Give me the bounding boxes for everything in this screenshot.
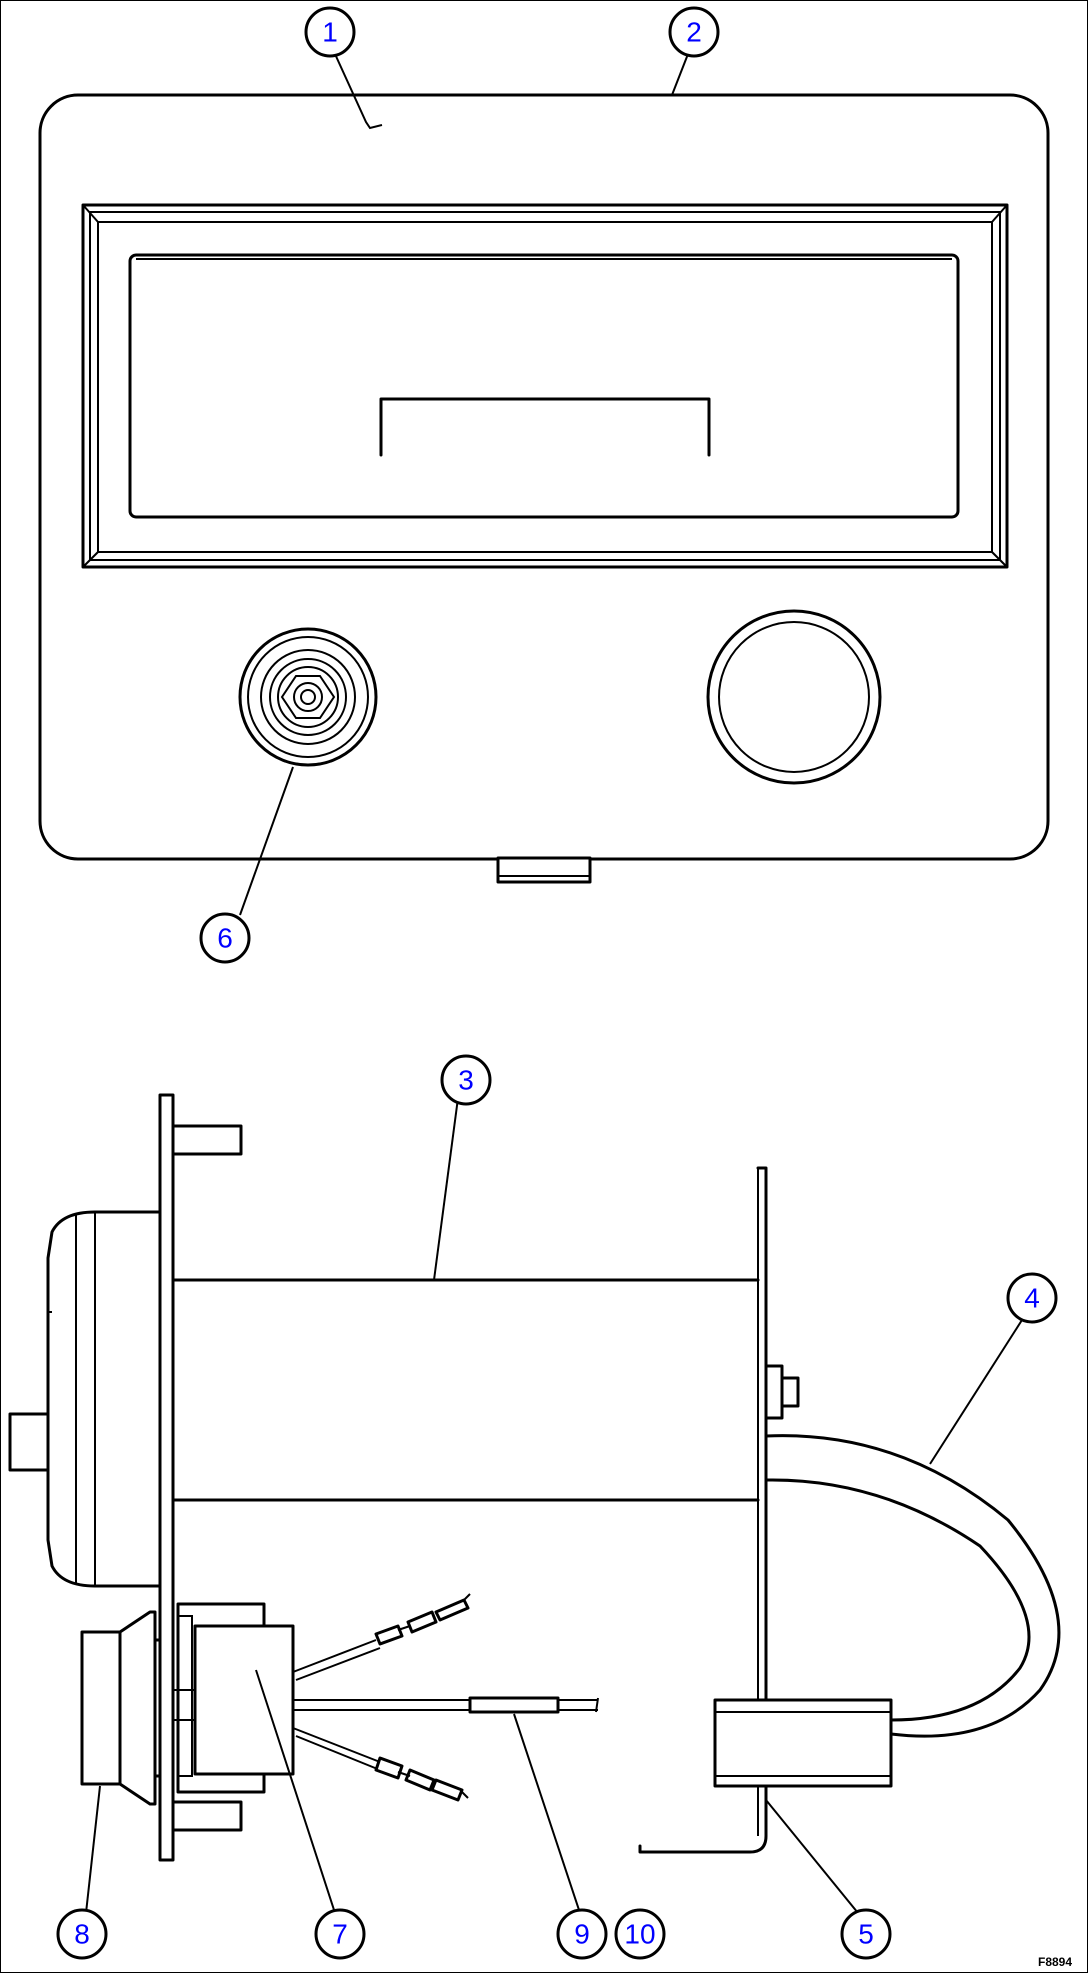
display-screen [128,253,960,519]
round-indicator [706,609,882,785]
callout-9: 9 [556,1908,608,1960]
panel-plate [158,1093,175,1862]
callout-8: 8 [56,1908,108,1960]
callout-6: 6 [199,912,251,964]
lamp-socket [80,1610,162,1806]
callout-2: 2 [668,6,720,58]
callout-1: 1 [304,6,356,58]
switch-body [173,1602,295,1794]
svg-text:1: 1 [322,17,338,48]
wire-harness [764,1434,1061,1738]
key-switch [238,627,378,767]
svg-text:4: 4 [1024,1283,1040,1314]
heat-shrink-sleeve [468,1696,560,1714]
display-window [81,203,1009,569]
display-housing [171,1278,760,1502]
leader-lines [85,53,1023,1914]
svg-text:10: 10 [624,1919,655,1950]
lead-wires [292,1593,599,1802]
callout-5: 5 [840,1908,892,1960]
svg-text:8: 8 [74,1919,90,1950]
callout-10: 10 [614,1908,666,1960]
callouts: 1 2 3 4 5 6 7 8 [56,6,1058,1960]
svg-text:2: 2 [686,17,702,48]
callout-7: 7 [314,1908,366,1960]
display-body-front [8,1210,162,1588]
front-view [38,93,1050,884]
harness-connector [713,1698,893,1788]
control-panel-bezel [38,93,1050,861]
side-view [8,1093,1061,1862]
callout-3: 3 [440,1054,492,1106]
svg-text:5: 5 [858,1919,874,1950]
display-segment-bracket [379,397,711,457]
panel-bottom-tab [496,856,592,884]
figure-code: F8894 [1038,1955,1072,1969]
svg-text:7: 7 [332,1919,348,1950]
svg-text:6: 6 [217,923,233,954]
svg-text:3: 3 [458,1065,474,1096]
svg-text:9: 9 [574,1919,590,1950]
callout-4: 4 [1006,1272,1058,1324]
